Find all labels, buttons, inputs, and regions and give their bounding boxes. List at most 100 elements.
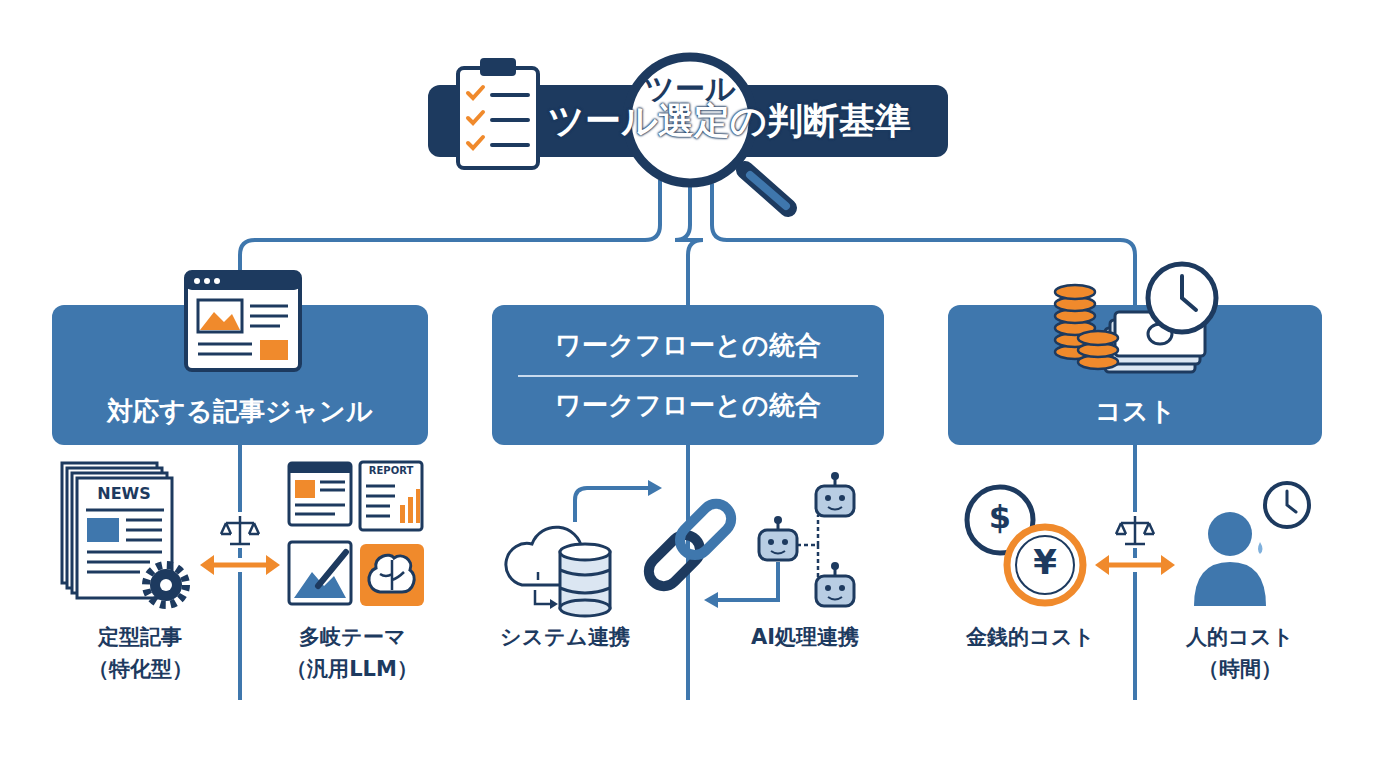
clipboard-icon (480, 58, 516, 76)
newspaper-icon (87, 520, 162, 572)
currency-symbol: $ (980, 498, 1020, 536)
browser-icon (204, 278, 210, 284)
robot-icons (704, 592, 718, 608)
criterion-box: ワークフローとの統合ワークフローとの統合 (492, 305, 884, 445)
option-label: 定型記事 （特化型） (75, 622, 205, 685)
balance-symbol (1095, 555, 1109, 575)
option-label: AI処理連携 (710, 622, 900, 654)
document-icons (369, 555, 414, 592)
icon-text: REPORT (362, 465, 420, 477)
robot-icons (759, 530, 797, 560)
chain-icon (674, 498, 738, 562)
money-icon (1055, 297, 1095, 311)
money-icon (1055, 285, 1095, 299)
node-text: 対応する記事ジャンル (107, 395, 373, 429)
robot-icons (825, 495, 831, 501)
balance-symbol (212, 563, 268, 568)
robot-icons (816, 562, 854, 606)
option-label: 人的コスト （時間） (1175, 622, 1305, 685)
system-icon (506, 527, 599, 585)
newspaper-icon (146, 565, 186, 605)
document-icons (289, 542, 351, 604)
robot-icons (768, 539, 774, 545)
system-icon (537, 572, 540, 580)
robot-icons (839, 585, 845, 591)
currency-symbol: ¥ (1025, 542, 1065, 583)
criterion-box: 対応する記事ジャンル (52, 305, 428, 445)
robot-icons (828, 507, 842, 510)
money-icon (1055, 309, 1095, 323)
money-icon (1105, 328, 1195, 372)
magnifier-handle (750, 175, 786, 206)
system-icon (575, 488, 650, 522)
stem-line (238, 445, 242, 700)
system-icon (560, 570, 610, 593)
person-icon (1194, 562, 1266, 606)
system-icon (560, 552, 610, 608)
newspaper-icon (62, 463, 186, 605)
money-icon (1078, 355, 1118, 369)
robot-icons (839, 495, 845, 501)
system-icon (535, 590, 552, 604)
option-label: 多岐テーマ （汎用LLM） (277, 622, 427, 685)
coin-icons (1007, 527, 1083, 603)
document-icons (380, 560, 404, 590)
person-icon (1287, 491, 1296, 512)
document-icons (289, 462, 424, 606)
money-icon (1182, 276, 1196, 310)
balance-symbol (1109, 558, 1161, 572)
robot-icons (771, 551, 785, 554)
newspaper-icon (86, 509, 164, 512)
document-icons (294, 572, 346, 598)
browser-icon (186, 272, 300, 290)
balance-symbol (1116, 516, 1154, 544)
balance-symbol (200, 512, 280, 575)
document-icons (360, 544, 424, 606)
balance-symbol (1161, 555, 1175, 575)
robot-icons (704, 472, 854, 608)
balance-symbol (224, 512, 256, 548)
money-icon (1078, 343, 1118, 357)
coin-icons (967, 487, 1083, 603)
robot-icons (816, 576, 854, 606)
stem-line (240, 445, 1135, 700)
magnifier-handle (745, 170, 788, 208)
robot-icons (782, 539, 788, 545)
document-icons (408, 497, 413, 523)
document-icons (318, 552, 346, 586)
robot-icons (716, 562, 778, 600)
money-icon (1055, 321, 1095, 335)
browser-icon (186, 272, 300, 370)
person-icon (1265, 483, 1309, 527)
newspaper-icon (160, 579, 172, 591)
browser-icon (186, 272, 300, 370)
balance-symbol (200, 555, 214, 575)
clipboard-icon (458, 58, 538, 168)
balance-symbol (1107, 563, 1163, 568)
person-icon (1258, 542, 1263, 554)
newspaper-icon (72, 473, 167, 593)
balance-symbol (1119, 512, 1151, 548)
criterion-box: コスト (948, 305, 1322, 445)
document-icons (416, 489, 420, 523)
browser-icon (198, 300, 242, 332)
clipboard-icon (468, 87, 483, 148)
newspaper-icon (150, 569, 182, 601)
robot-icons (774, 516, 782, 524)
browser-icon (214, 278, 220, 284)
node-text: ツール選定の判断基準 (548, 97, 911, 146)
money-icon (1110, 320, 1200, 364)
browser-icon (260, 340, 288, 360)
coin-icons (1016, 536, 1074, 594)
robot-icons (831, 562, 839, 570)
robot-icons (777, 522, 780, 530)
newspaper-icon (67, 468, 162, 588)
node-text: コスト (1095, 395, 1176, 429)
divider-line (518, 375, 858, 377)
money-icon (1055, 264, 1216, 372)
option-label: 金銭的コスト (935, 622, 1125, 654)
clipboard-icon (458, 68, 538, 168)
chain-icon (643, 498, 738, 593)
document-icons (295, 480, 315, 498)
